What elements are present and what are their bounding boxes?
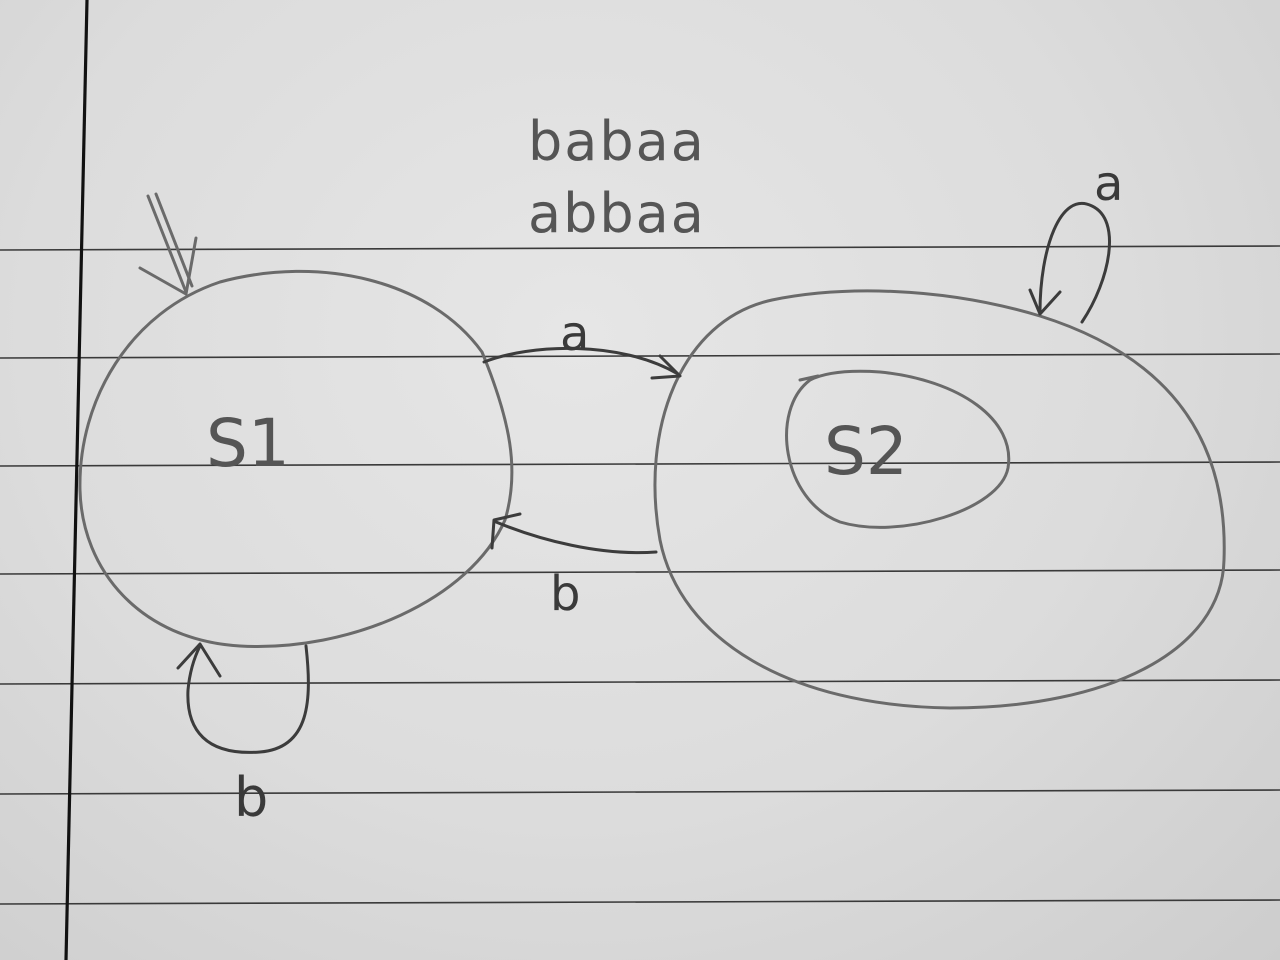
self-loop-s2-label: a xyxy=(1094,156,1123,212)
state-s2-outer-circle xyxy=(653,289,1226,710)
self-loop-s1: b xyxy=(176,642,310,829)
transition-s1-s2: a xyxy=(482,306,682,380)
start-arrow xyxy=(138,192,198,296)
input-string-1: babaa xyxy=(528,110,706,173)
transition-s1-s2-label: a xyxy=(560,306,589,362)
input-string-2: abbaa xyxy=(528,182,706,245)
state-s1-label: S1 xyxy=(206,405,290,482)
state-s2-label: S2 xyxy=(824,413,908,490)
transition-s2-s1: b xyxy=(490,512,658,622)
self-loop-s1-label: b xyxy=(234,766,268,829)
margin-line xyxy=(64,0,89,960)
ruled-lines xyxy=(0,245,1280,905)
state-s1-circle xyxy=(78,269,514,648)
state-s2-inner-circle xyxy=(785,369,1011,529)
self-loop-s2: a xyxy=(1028,156,1123,324)
transition-s2-s1-label: b xyxy=(550,566,580,622)
state-s1: S1 xyxy=(78,269,514,648)
state-s2: S2 xyxy=(653,289,1226,710)
